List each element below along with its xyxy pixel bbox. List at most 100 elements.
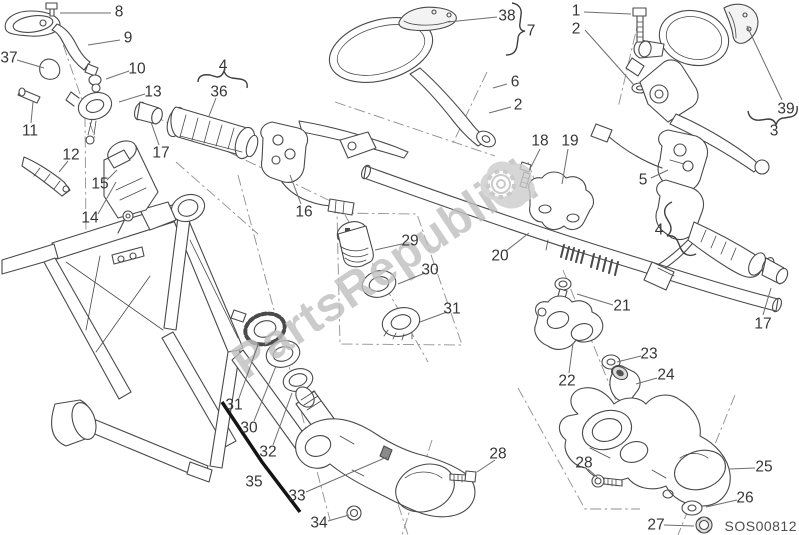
leader-line-2	[584, 29, 635, 86]
leader-line-30	[253, 365, 277, 422]
callout-28: 28	[489, 446, 506, 463]
callout-4: 4	[655, 222, 664, 239]
callout-37: 37	[0, 50, 17, 67]
leader-line-36	[208, 97, 217, 117]
callout-36: 36	[210, 84, 227, 101]
callout-30: 30	[421, 262, 439, 279]
cover-38	[398, 6, 457, 32]
callout-15: 15	[91, 176, 108, 193]
callout-7: 7	[527, 23, 536, 40]
leader-line-1	[583, 11, 632, 15]
callout-21: 21	[613, 298, 630, 315]
part-center-mirror-group	[328, 6, 496, 148]
leader-line-5	[650, 169, 669, 179]
callout-6: 6	[511, 74, 520, 91]
callout-11: 11	[22, 123, 38, 140]
callout-38: 38	[498, 8, 515, 25]
callout-2: 2	[572, 21, 581, 38]
callout-14: 14	[81, 210, 99, 227]
leader-line-12	[58, 160, 69, 173]
callout-39: 39	[777, 101, 794, 118]
callout-20: 20	[491, 248, 509, 265]
leader-line-28	[587, 468, 599, 479]
seal-30-upper	[361, 270, 397, 298]
part-left-mirror-group	[4, 2, 159, 234]
callout-2: 2	[514, 97, 523, 114]
leader-line-21	[576, 293, 614, 306]
part-handlebar-20	[360, 164, 783, 313]
leader-line-24	[635, 377, 658, 385]
brace-4-left	[197, 68, 248, 89]
callout-24: 24	[657, 367, 675, 384]
callout-19: 19	[561, 133, 578, 150]
part-right-mirror-group	[590, 3, 770, 193]
callout-12: 12	[62, 147, 79, 164]
leader-line-31	[419, 311, 448, 323]
leader-line-16	[289, 174, 302, 205]
bolt-28-right	[591, 474, 605, 488]
bearing-31-upper	[381, 307, 421, 337]
leader-line-26	[705, 499, 738, 508]
bolt-8	[45, 2, 58, 17]
callout-31: 31	[443, 301, 460, 318]
bracket-13	[77, 91, 113, 121]
leader-line-17	[150, 121, 160, 146]
callout-16: 16	[295, 204, 312, 221]
callout-3: 3	[770, 123, 779, 140]
brace-7	[505, 2, 526, 56]
callout-32: 32	[259, 444, 276, 461]
bottom-yoke-33	[295, 418, 476, 518]
leader-line-10	[105, 70, 130, 80]
bolt-1	[632, 7, 647, 43]
callout-23: 23	[640, 346, 657, 363]
cap-37	[39, 58, 61, 80]
throttle-grip	[687, 221, 762, 278]
switch-16	[260, 121, 309, 183]
leader-line-29	[374, 243, 403, 251]
diagram-code: SOS00812	[725, 518, 798, 534]
nut-34	[346, 505, 362, 521]
weight-rod-35	[220, 401, 302, 514]
watermark-gear-icon	[480, 161, 535, 209]
callout-28: 28	[575, 455, 592, 472]
callout-17: 17	[152, 145, 169, 162]
part-frame	[1, 193, 311, 483]
leader-line-39	[746, 25, 783, 101]
leader-line-2	[488, 106, 512, 114]
leader-line-30	[397, 272, 426, 285]
leader-line-37	[16, 59, 45, 69]
seal-30-lower	[265, 340, 301, 368]
clamp-15	[107, 149, 131, 169]
leader-line-17	[762, 287, 772, 316]
knurl-band	[590, 253, 619, 276]
callout-22: 22	[558, 373, 575, 390]
leader-line-11	[30, 101, 34, 124]
brace-4-right	[663, 201, 697, 257]
callout-25: 25	[755, 459, 772, 476]
leader-line-19	[561, 148, 569, 185]
part-left-grip-group	[133, 101, 409, 216]
knurl-band	[560, 244, 585, 264]
callout-27: 27	[647, 517, 664, 534]
leader-line-23	[616, 355, 642, 363]
joint-10	[84, 63, 99, 77]
callout-33: 33	[288, 488, 305, 505]
leader-line-31	[238, 341, 260, 399]
leader-line-33	[305, 456, 388, 493]
watermark: PartsRepublik|	[223, 149, 543, 389]
callout-17: 17	[754, 316, 771, 333]
washer-26	[681, 500, 703, 516]
riser-clamp-22	[534, 295, 604, 350]
mirror-emblem	[39, 19, 47, 27]
group-braces	[197, 2, 798, 257]
brake-master-cylinder	[639, 59, 699, 123]
callout-18: 18	[531, 133, 548, 150]
callout-34: 34	[310, 515, 328, 532]
part-steering-stack	[230, 309, 477, 521]
part-top-yoke-group	[534, 277, 731, 534]
callout-8: 8	[115, 4, 124, 21]
callout-26: 26	[736, 490, 753, 507]
leader-line-25	[728, 467, 756, 470]
